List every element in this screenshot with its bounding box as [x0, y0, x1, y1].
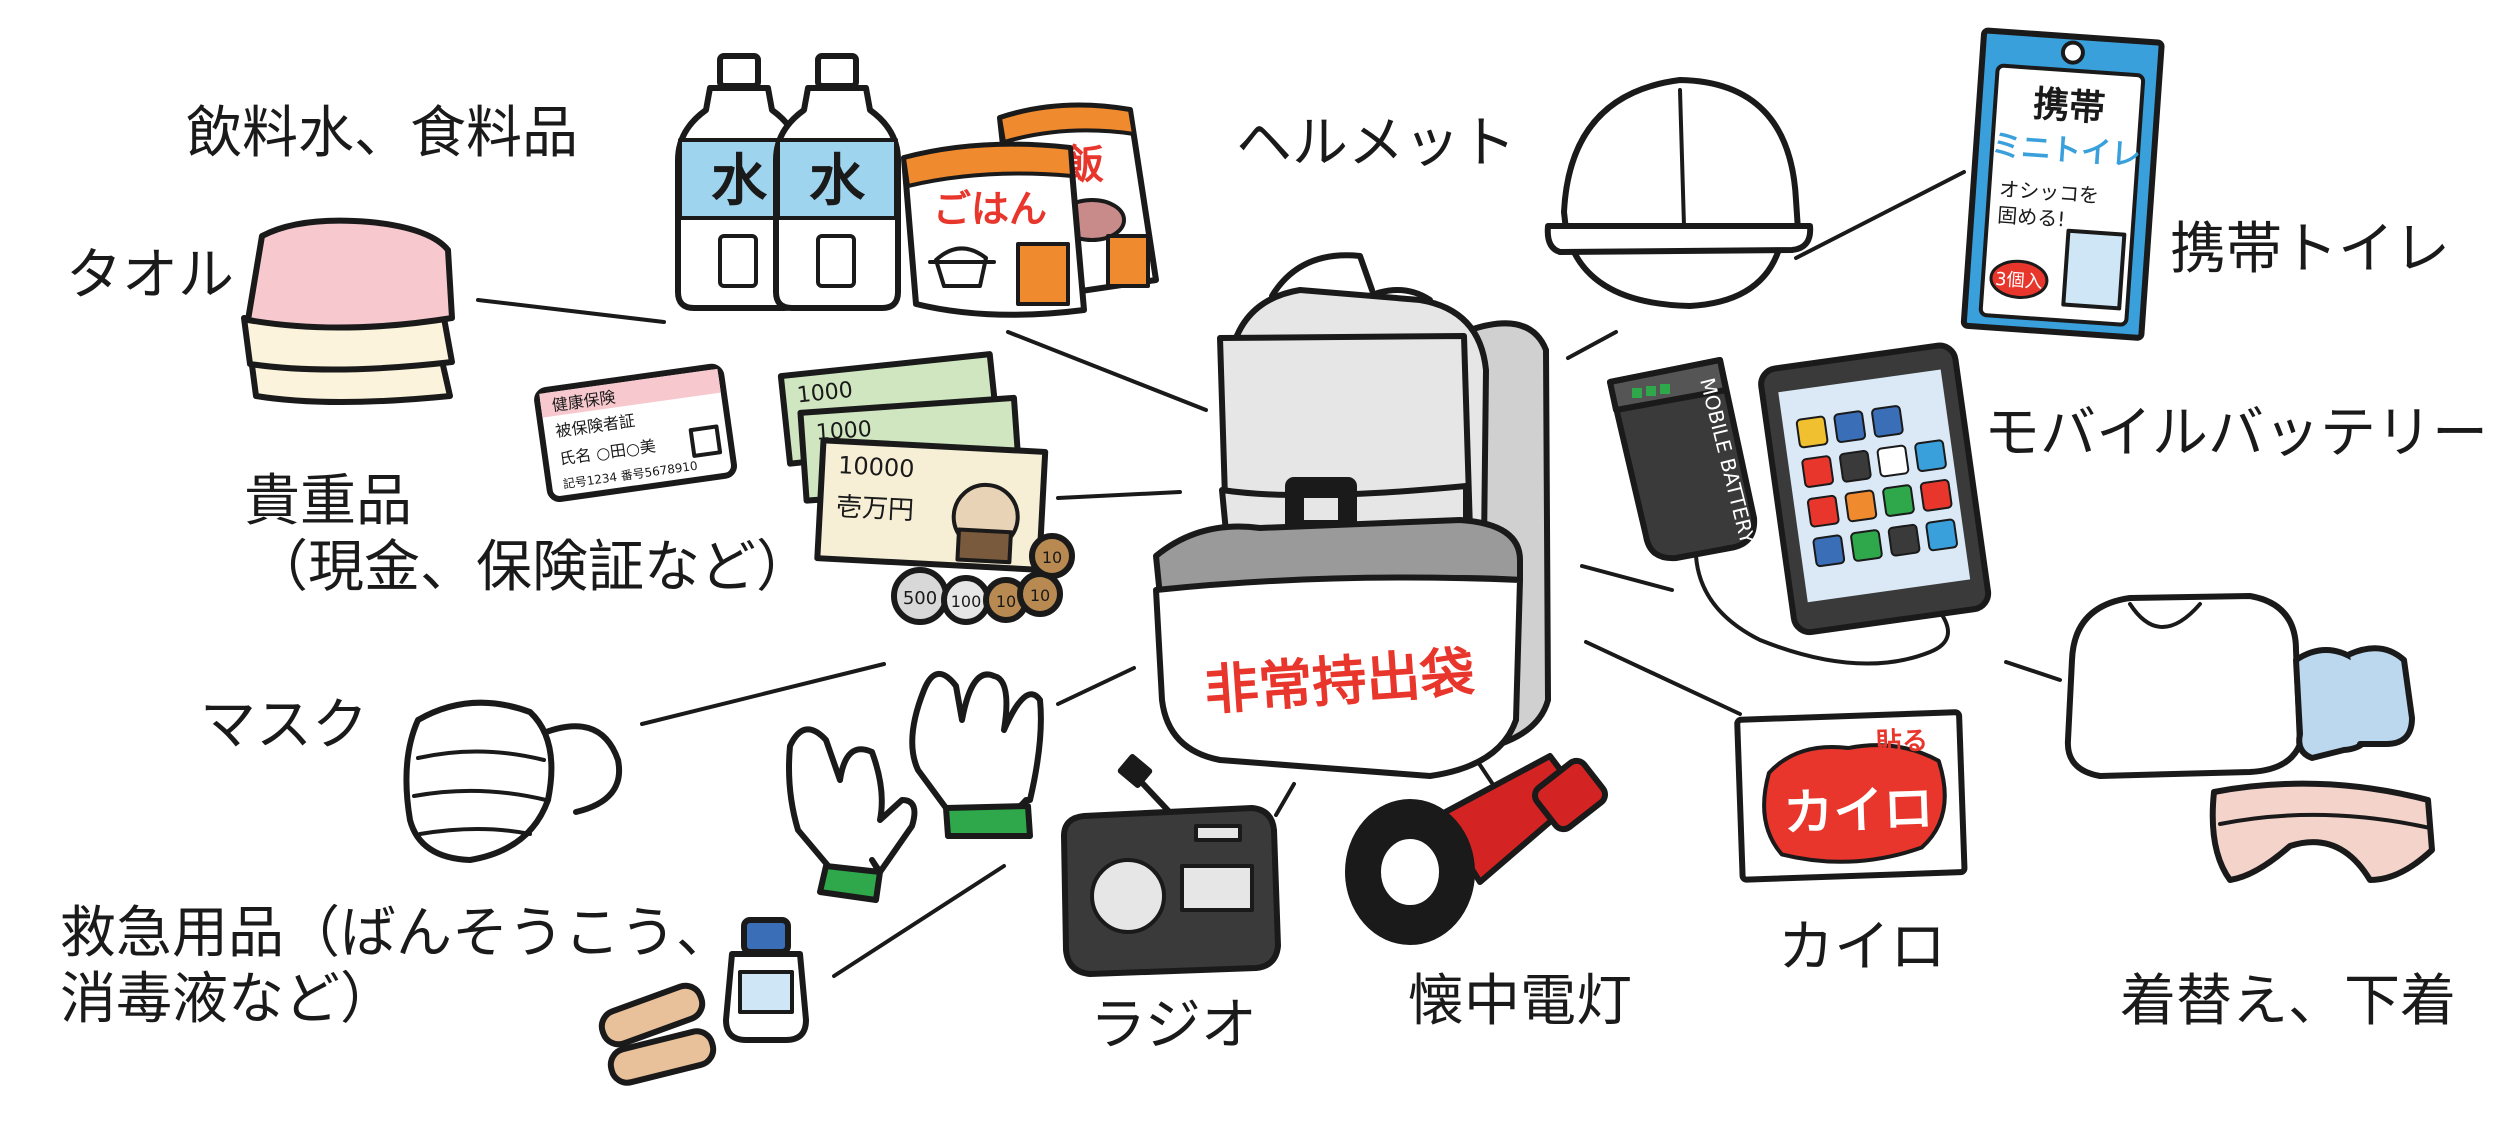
kairo-big-label: カイロ: [1782, 779, 1934, 842]
helmet: [1544, 77, 1814, 309]
bill-10000-name: 壱万円: [835, 492, 914, 526]
leader-battery: [1580, 564, 1674, 592]
coins: 500 100 10 10 10: [891, 533, 1075, 625]
leader-radio: [1274, 782, 1296, 817]
label-flashlight: 懐中電灯: [1408, 969, 1632, 1034]
smartphone: [1758, 342, 1992, 636]
label-portable-toilet: 携帯トイレ: [2170, 217, 2450, 282]
label-valuables-1: 貴重品: [244, 469, 412, 534]
rice-label: ごはん: [933, 187, 1047, 231]
label-drinks-food: 飲料水、食料品: [186, 101, 578, 166]
label-first-aid-2: 消毒液など）: [60, 967, 396, 1032]
coin-10-label-3: 10: [1042, 548, 1062, 567]
leader-towel: [476, 298, 666, 324]
label-helmet: ヘルメット: [1236, 111, 1516, 176]
toilet-line-1: 携帯: [2032, 84, 2107, 130]
leader-clothes: [2004, 660, 2062, 682]
rice-pack: ごはん: [901, 141, 1087, 318]
leader-lines: [476, 170, 2062, 978]
toilet-line-5: 3個入: [1994, 269, 2043, 293]
app-icons: [1795, 405, 1959, 568]
leader-helmet: [1566, 330, 1618, 360]
folded-shirt: [2064, 593, 2303, 779]
radio: [1061, 754, 1281, 977]
leader-first-aid: [832, 864, 1006, 978]
leader-food: [1006, 330, 1208, 412]
disinfectant-bottle: [723, 917, 809, 1043]
label-first-aid-1: 救急用品（ばんそうこう、: [60, 901, 732, 966]
water-bottle-left: 水: [675, 53, 803, 311]
leader-gloves: [1056, 666, 1136, 706]
water-label-right: 水: [809, 149, 866, 214]
portable-toilet: 携帯 ミニトイレ オシッコを 固める! 3個入: [1960, 27, 2165, 341]
leader-toilet: [1794, 170, 1966, 260]
leader-kairo: [1584, 640, 1742, 716]
underwear: [2209, 780, 2435, 883]
kairo-small-label: 貼る: [1875, 725, 1928, 758]
label-towel: タオル: [66, 243, 234, 308]
gloves: [786, 671, 1044, 903]
leader-valuables: [1056, 490, 1182, 500]
water-label-left: 水: [711, 149, 768, 214]
glove-right: [909, 671, 1044, 839]
leader-mask: [640, 662, 886, 726]
backpack: 非常持出袋: [1153, 252, 1551, 779]
glove-left: [786, 726, 918, 903]
coin-100-label: 100: [951, 592, 982, 611]
coin-10-label-1: 10: [996, 592, 1016, 611]
label-mobile-battery: モバイルバッテリー: [1984, 401, 2488, 466]
socks: [2293, 645, 2415, 761]
bill-10000-label: 10000: [837, 451, 915, 483]
label-mask: マスク: [200, 693, 368, 758]
flashlight: [1345, 753, 1608, 945]
mobile-battery: MOBILE BATTERY: [1607, 357, 1950, 666]
food-packs: 赤飯 ごはん: [901, 102, 1159, 318]
label-valuables-2: （現金、保険証など）: [252, 535, 812, 600]
heat-pack: 貼る カイロ: [1734, 709, 1968, 883]
label-heat-pack: カイロ: [1778, 915, 1946, 980]
bill-10000: 10000 壱万円: [814, 437, 1049, 573]
mask: [403, 699, 623, 863]
cash: 1000 1000 1000 10000 壱万円 500 100 10 10 1…: [777, 351, 1075, 625]
towel: [241, 217, 455, 405]
label-radio: ラジオ: [1090, 993, 1257, 1058]
label-change-clothes: 着替え、下着: [2120, 969, 2456, 1034]
toilet-line-4: 固める!: [1997, 203, 2067, 232]
bandages: [598, 982, 717, 1086]
first-aid: [598, 917, 809, 1086]
water-bottles: 水 水: [675, 53, 901, 311]
bill-1000-label-1: 1000: [796, 378, 854, 409]
coin-500-label: 500: [903, 588, 937, 609]
insurance-card: 健康保険 被保険者証 氏名 ○田○美 記号1234 番号5678910: [534, 363, 738, 502]
coin-10-label-2: 10: [1030, 586, 1050, 605]
water-bottle-right: 水: [773, 53, 901, 311]
clothes: [2064, 593, 2435, 883]
